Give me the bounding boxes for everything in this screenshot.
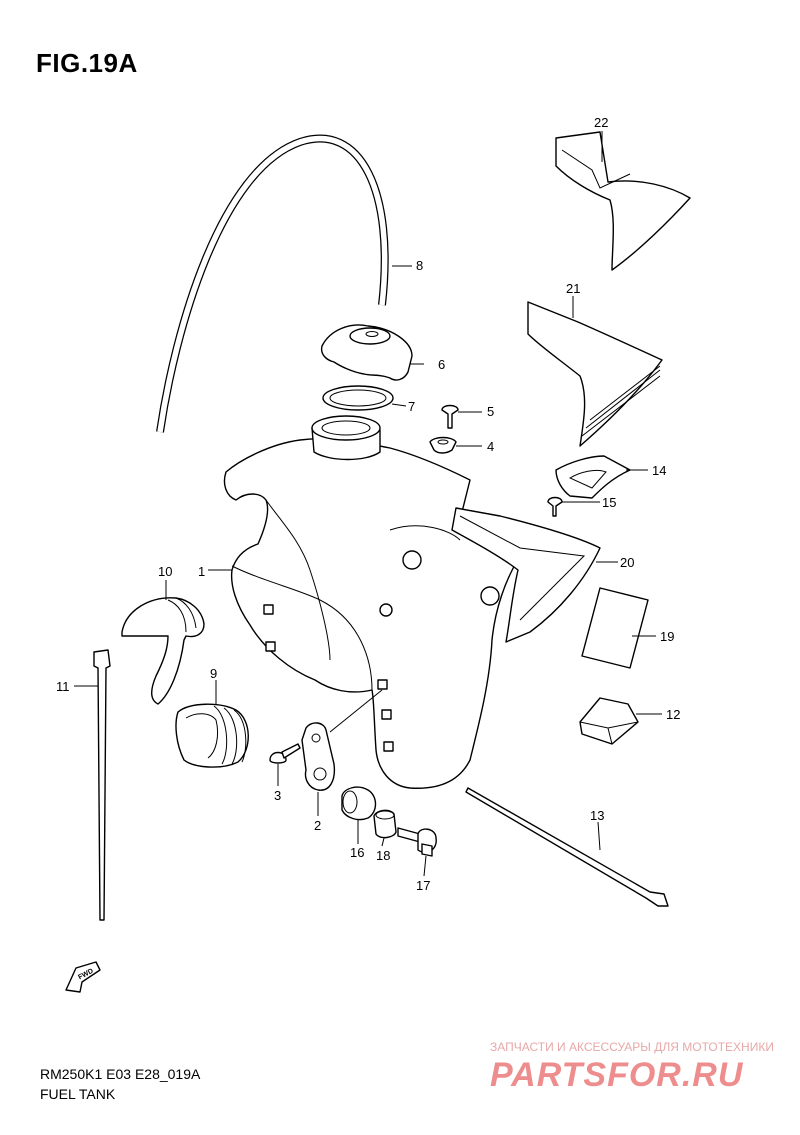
callout-7: 7: [408, 399, 415, 414]
callout-9: 9: [210, 666, 217, 681]
part-13-cable-tie: [465, 787, 669, 907]
callout-22: 22: [594, 115, 608, 130]
leader-lines: [74, 131, 662, 877]
callout-19: 19: [660, 629, 674, 644]
section-name: FUEL TANK: [40, 1086, 116, 1102]
part-16-grommet: [341, 786, 377, 821]
callout-8: 8: [416, 258, 423, 273]
callout-6: 6: [438, 357, 445, 372]
part-15-screw: [547, 496, 563, 517]
part-17-bolt: [397, 827, 437, 857]
part-6-fuel-cap: [320, 324, 413, 381]
part-19-pad: [581, 587, 649, 669]
callout-21: 21: [566, 281, 580, 296]
part-21-decal: [527, 301, 663, 447]
part-10-clip: [121, 597, 205, 705]
part-7-cap-gasket: [322, 385, 394, 411]
callout-12: 12: [666, 707, 680, 722]
callout-4: 4: [487, 439, 494, 454]
model-code: RM250K1 E03 E28_019A: [40, 1066, 201, 1082]
callout-13: 13: [590, 808, 604, 823]
callout-20: 20: [620, 555, 634, 570]
part-22-decal: [555, 131, 691, 271]
part-2-bracket: [301, 722, 336, 791]
fwd-arrow-icon: FWD: [65, 961, 101, 993]
part-12-cushion: [579, 697, 639, 745]
watermark-caption: ЗАПЧАСТИ И АКСЕССУАРЫ ДЛЯ МОТОТЕХНИКИ: [490, 1040, 774, 1054]
callout-labels: 1 2 3 4 5 6 7 8 9 10 11 12 13 14 15 16 1…: [56, 115, 680, 893]
part-11-cable-tie: [93, 649, 111, 921]
callout-16: 16: [350, 845, 364, 860]
callout-2: 2: [314, 818, 321, 833]
part-9-spacer: [175, 703, 249, 768]
watermark-logo-text: PARTSFOR.RU: [490, 1056, 744, 1094]
part-3-bolt: [269, 743, 301, 764]
part-14-strap: [555, 455, 631, 499]
callout-17: 17: [416, 878, 430, 893]
callout-3: 3: [274, 788, 281, 803]
callout-18: 18: [376, 848, 390, 863]
part-4-washer: [429, 436, 457, 454]
part-8-breather-hose: [156, 134, 389, 433]
callout-11: 11: [56, 679, 70, 694]
part-20-side-cover: [451, 507, 601, 643]
callout-1: 1: [198, 564, 205, 579]
callout-5: 5: [487, 404, 494, 419]
callout-10: 10: [158, 564, 172, 579]
part-1-fuel-tank: [223, 415, 521, 789]
callout-15: 15: [602, 495, 616, 510]
figure-title: FIG.19A: [36, 48, 138, 78]
watermark-logo: PARTSFOR.RU: [490, 1056, 744, 1094]
part-5-screw: [441, 404, 459, 429]
callout-14: 14: [652, 463, 666, 478]
part-18-collar: [373, 809, 397, 839]
